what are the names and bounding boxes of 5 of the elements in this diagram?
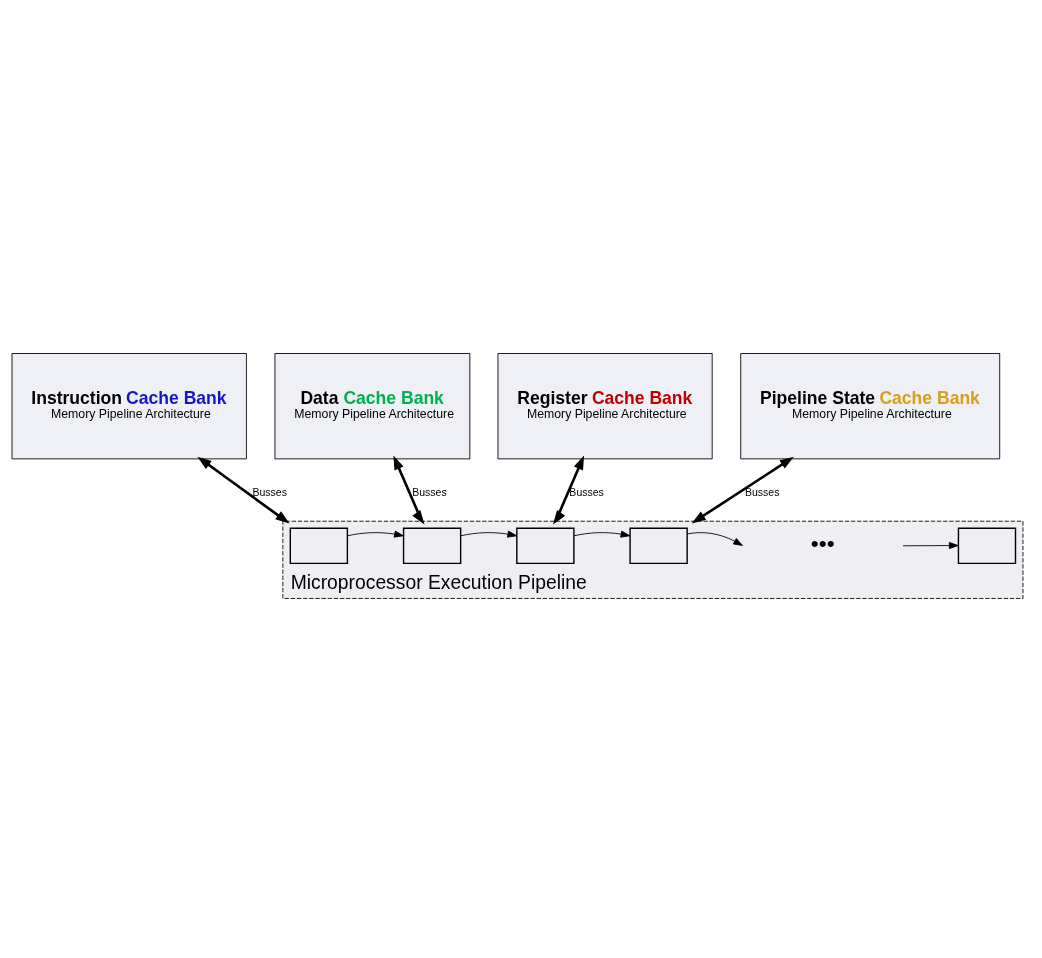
edge-label: Busses: [252, 485, 287, 498]
edge-label: Busses: [569, 485, 604, 498]
edge-label: Busses: [412, 485, 447, 498]
edge-label: Busses: [744, 485, 780, 498]
label: •••: [810, 529, 835, 556]
